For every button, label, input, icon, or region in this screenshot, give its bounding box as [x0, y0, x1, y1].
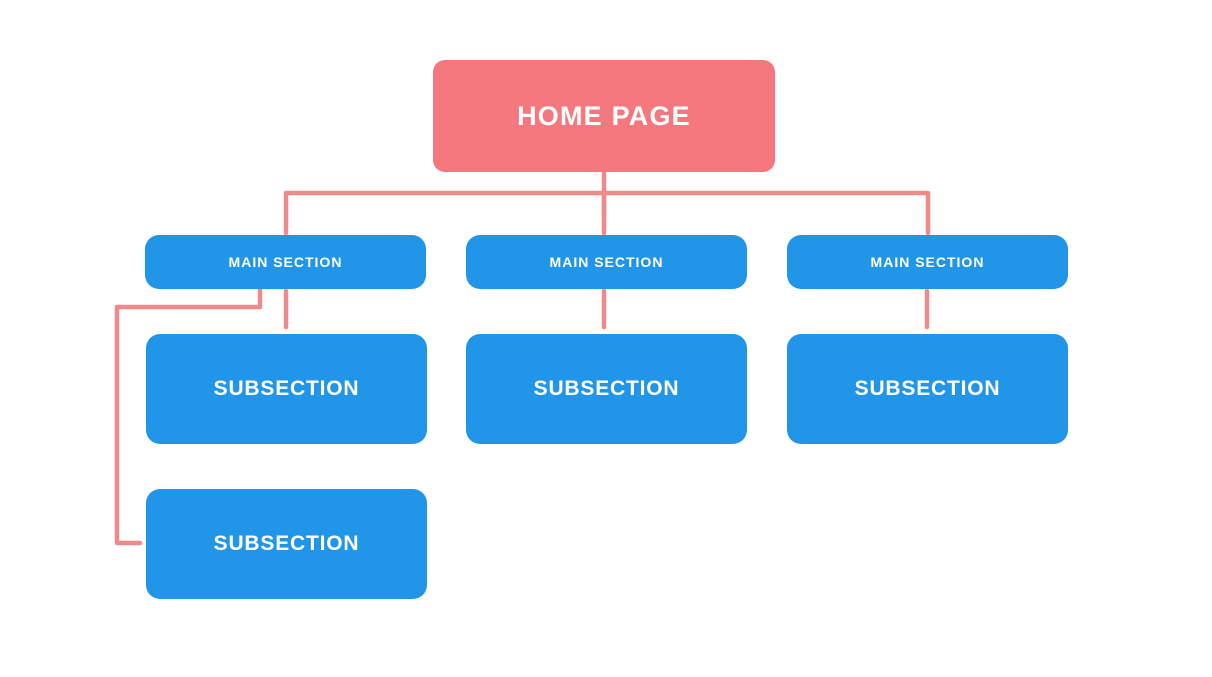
node-main-section-3[interactable]: MAIN SECTION — [787, 235, 1068, 289]
node-home-page[interactable]: HOME PAGE — [433, 60, 775, 172]
node-subsection-1-1-label: SUBSECTION — [213, 377, 360, 400]
node-subsection-2-1[interactable]: SUBSECTION — [466, 334, 747, 444]
connector-distribution-bar — [283, 190, 931, 236]
node-subsection-2-1-label: SUBSECTION — [533, 377, 680, 400]
node-subsection-3-1-label: SUBSECTION — [854, 377, 1001, 400]
node-subsection-1-2-label: SUBSECTION — [213, 532, 360, 555]
node-main-section-3-label: MAIN SECTION — [870, 254, 985, 270]
node-subsection-1-2[interactable]: SUBSECTION — [146, 489, 427, 599]
node-subsection-3-1[interactable]: SUBSECTION — [787, 334, 1068, 444]
node-main-section-1[interactable]: MAIN SECTION — [145, 235, 426, 289]
connector-branch1-left-path — [114, 286, 263, 546]
node-main-section-1-label: MAIN SECTION — [228, 254, 343, 270]
node-home-page-label: HOME PAGE — [517, 100, 691, 131]
node-main-section-2[interactable]: MAIN SECTION — [466, 235, 747, 289]
node-main-section-2-label: MAIN SECTION — [549, 254, 664, 270]
node-subsection-1-1[interactable]: SUBSECTION — [146, 334, 427, 444]
